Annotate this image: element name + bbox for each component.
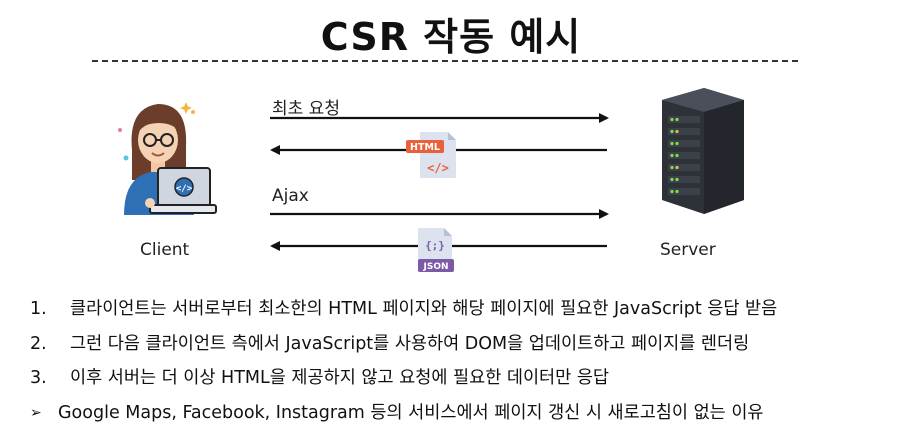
title-divider	[92, 60, 798, 62]
request1-label: 최초 요청	[272, 99, 340, 119]
client-label: Client	[140, 240, 190, 260]
list-item-text: 그런 다음 클라이언트 측에서 JavaScript를 사용하여 DOM을 업데…	[70, 333, 750, 354]
html-icon-text: HTML	[410, 142, 440, 153]
server-rack-icon	[662, 88, 744, 214]
client-person-icon: </>	[118, 102, 217, 215]
list-item-text: 클라이언트는 서버로부터 최소한의 HTML 페이지와 해당 페이지에 필요한 …	[70, 299, 778, 319]
list-item: 1. 클라이언트는 서버로부터 최소한의 HTML 페이지와 해당 페이지에 필…	[30, 292, 890, 327]
list-marker: 1.	[30, 299, 47, 319]
list-item: ➢ Google Maps, Facebook, Instagram 등의 서비…	[30, 396, 890, 431]
server-label: Server	[660, 240, 716, 260]
diagram-canvas: </> HTML </> {;} JSON	[118, 88, 744, 272]
json-icon-text: JSON	[422, 262, 448, 272]
list-item-text: 이후 서버는 더 이상 HTML을 제공하지 않고 요청에 필요한 데이터만 응…	[70, 368, 610, 388]
list-item-text: Google Maps, Facebook, Instagram 등의 서비스에…	[58, 402, 764, 423]
json-file-icon: {;} JSON	[418, 228, 454, 272]
list-marker: 2.	[30, 333, 47, 354]
html-icon-symbol: </>	[427, 161, 449, 175]
request2-label: Ajax	[272, 186, 309, 206]
html-file-icon: HTML </>	[406, 132, 456, 178]
svg-text:</>: </>	[176, 184, 193, 194]
json-icon-symbol: {;}	[425, 239, 445, 252]
list-marker: 3.	[30, 368, 47, 388]
steps-list: 1. 클라이언트는 서버로부터 최소한의 HTML 페이지와 해당 페이지에 필…	[30, 292, 890, 430]
list-item: 3. 이후 서버는 더 이상 HTML을 제공하지 않고 요청에 필요한 데이터…	[30, 361, 890, 396]
csr-diagram: </> HTML </> {;} JSON	[118, 88, 744, 272]
page-title: CSR 작동 예시	[320, 15, 582, 59]
list-item: 2. 그런 다음 클라이언트 측에서 JavaScript를 사용하여 DOM을…	[30, 327, 890, 362]
arrow-bullet-icon: ➢	[30, 404, 42, 421]
